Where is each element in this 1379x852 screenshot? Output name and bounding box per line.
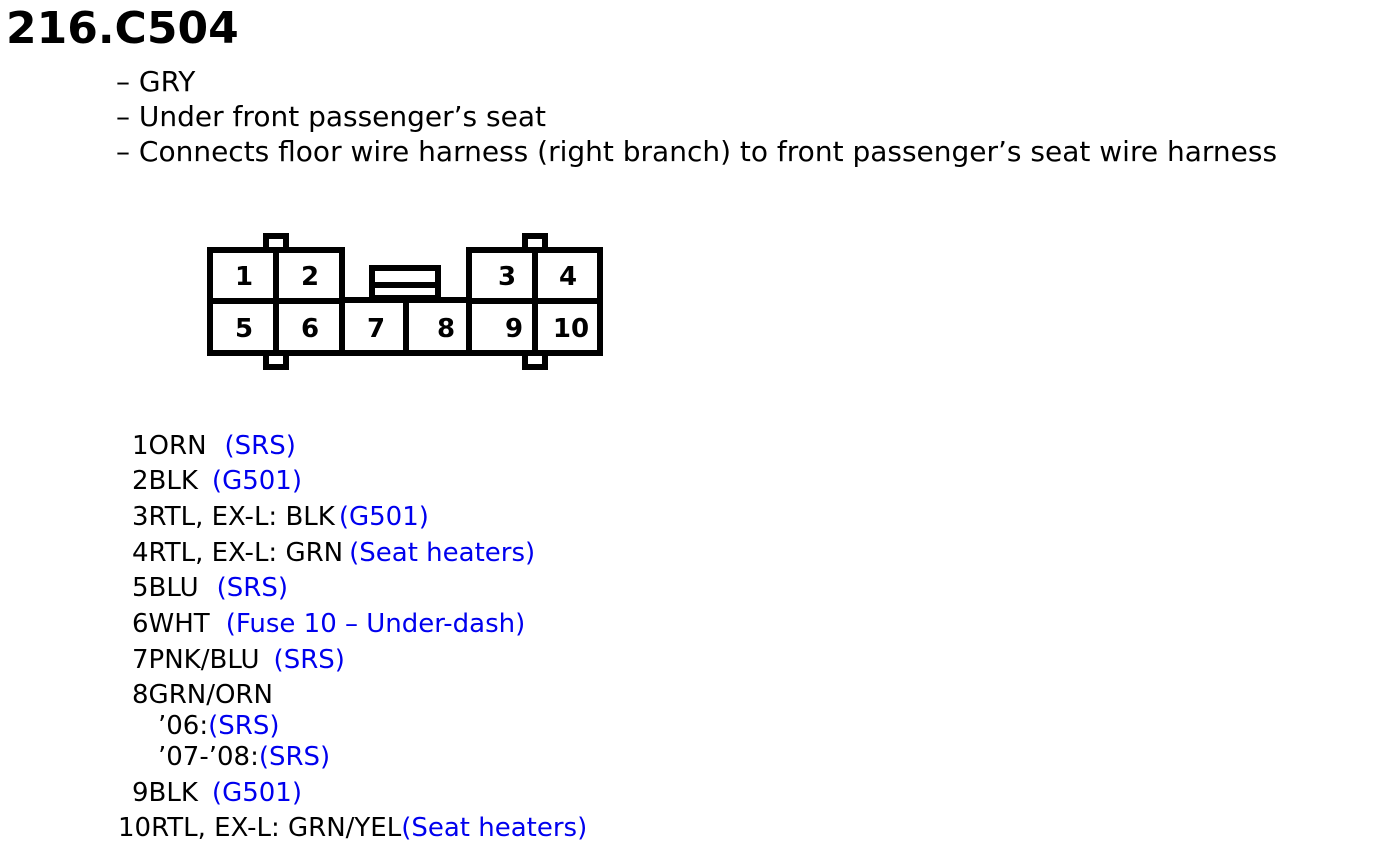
pin-number: 8 [132,680,149,710]
connector-details: GRY Under front passenger’s seat Connect… [116,64,1277,169]
destination-link[interactable]: (SRS) [258,742,331,772]
destination-link[interactable]: (Fuse 10 – Under-dash) [225,609,526,639]
wire-color: BLK [148,466,198,496]
pin-number: 2 [132,466,149,496]
pin-label: 6 [301,314,319,344]
pin-row: 6WHT (Fuse 10 – Under-dash) [132,608,525,640]
pin-row: 4RTL, EX-L: GRN(Seat heaters) [132,537,535,569]
wire-color: RTL, EX-L: GRN/YEL [151,813,402,843]
destination-link[interactable]: (Seat heaters) [401,813,588,843]
pin-label: 3 [498,262,516,292]
wire-color: GRN/ORN [148,680,273,710]
pin-row: 3RTL, EX-L: BLK(G501) [132,501,429,533]
destination-link[interactable]: (SRS) [216,573,288,603]
destination-link[interactable]: (SRS) [273,645,345,675]
variant-label: ’06: [158,711,209,741]
wire-color: RTL, EX-L: BLK [148,502,335,532]
pin-number: 7 [132,645,149,675]
pin-row: 9BLK (G501) [132,777,302,809]
pin-label: 8 [437,314,455,344]
destination-link[interactable]: (SRS) [224,431,296,461]
pin-number: 1 [132,431,149,461]
pin-variant: ’06:(SRS) [158,710,279,742]
pin-variant: ’07-’08:(SRS) [158,741,330,773]
connector-color: GRY [116,64,1277,99]
wire-color: PNK/BLU [148,645,260,675]
pin-row: 1ORN (SRS) [132,430,296,462]
destination-link[interactable]: (SRS) [208,711,280,741]
pin-number: 3 [132,502,149,532]
pin-label: 7 [367,314,385,344]
connector-location: Under front passenger’s seat [116,99,1277,134]
connector-title: 216.C504 [6,3,239,54]
pin-label: 4 [559,262,577,292]
connector-connection: Connects floor wire harness (right branc… [116,134,1277,169]
pin-row: 10RTL, EX-L: GRN/YEL(Seat heaters) [118,812,587,844]
pin-row: 8GRN/ORN [132,679,273,711]
pin-number: 6 [132,609,149,639]
destination-link[interactable]: (G501) [211,466,302,496]
pin-label: 9 [505,314,523,344]
pin-number: 9 [132,778,149,808]
pin-label: 2 [301,262,319,292]
wire-color: BLU [148,573,199,603]
pin-number: 4 [132,538,149,568]
pin-row: 7PNK/BLU (SRS) [132,644,345,676]
wire-color: WHT [148,609,210,639]
destination-link[interactable]: (Seat heaters) [349,538,536,568]
wire-color: ORN [148,431,207,461]
wire-color: BLK [148,778,198,808]
pin-number: 10 [118,813,152,843]
pin-row: 5BLU (SRS) [132,572,288,604]
pin-row: 2BLK (G501) [132,465,302,497]
destination-link[interactable]: (G501) [211,778,302,808]
pin-label: 5 [235,314,253,344]
pin-label: 10 [553,314,589,344]
pin-number: 5 [132,573,149,603]
destination-link[interactable]: (G501) [338,502,429,532]
pin-label: 1 [235,262,253,292]
variant-label: ’07-’08: [158,742,259,772]
wire-color: RTL, EX-L: GRN [148,538,344,568]
